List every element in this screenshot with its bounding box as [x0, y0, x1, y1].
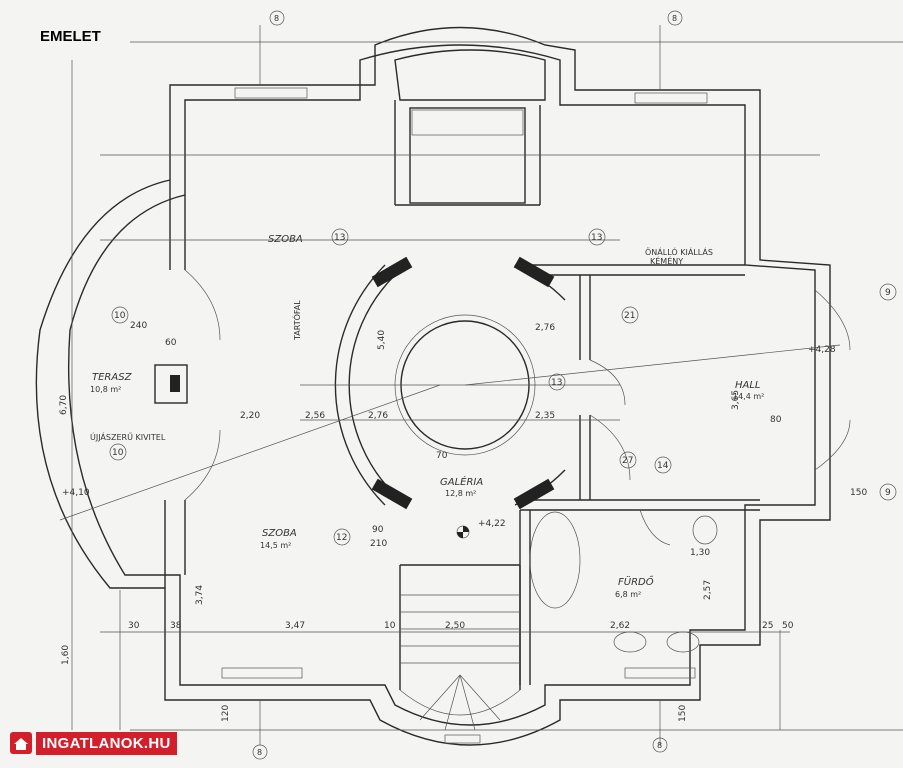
svg-text:8: 8: [257, 748, 262, 757]
marker-8: 14: [654, 456, 672, 474]
dim-14: 150: [850, 488, 867, 498]
chimney: [154, 364, 188, 404]
dim-22: 30: [128, 621, 140, 631]
label-kemeny: KÉMÉNY: [650, 255, 683, 266]
marker-6: 21: [621, 306, 639, 324]
label-terasz-area: 10,8 m²: [90, 385, 121, 394]
label-szoba-top: SZOBA: [268, 234, 303, 245]
marker-3: 10: [111, 306, 129, 324]
axis-marker-d: 8: [652, 737, 668, 753]
staircase: [399, 594, 521, 731]
svg-text:9: 9: [885, 488, 891, 498]
windows: [221, 87, 708, 744]
dim-13: 240: [130, 321, 147, 331]
door-swings: [184, 269, 851, 546]
axis-marker-a: 8: [269, 10, 285, 26]
dim-32: 3,65: [731, 390, 741, 410]
dim-1: 2,76: [368, 411, 388, 421]
label-hall: HALL: [735, 380, 761, 391]
dim-7: 2,62: [610, 621, 630, 631]
watermark-logo: INGATLANOK.HU: [10, 730, 177, 756]
dim-28: 60: [165, 338, 177, 348]
svg-text:13: 13: [551, 378, 562, 388]
svg-text:8: 8: [274, 14, 279, 23]
house-icon: [10, 732, 32, 754]
dim-24: 25: [762, 621, 773, 631]
dim-27: 150: [678, 705, 688, 722]
marker-5: 13: [548, 373, 566, 391]
dim-30: 5,40: [377, 330, 387, 350]
marker-9: 9: [879, 283, 897, 301]
svg-text:10: 10: [112, 448, 124, 458]
dim-10: 70: [436, 451, 448, 461]
dim-25: 50: [782, 621, 794, 631]
top-bay: [394, 49, 546, 204]
page-title: EMELET: [40, 28, 101, 45]
dim-19: +4,22: [478, 519, 506, 529]
marker-4: 10: [109, 443, 127, 461]
dim-5: 3,47: [285, 621, 305, 631]
marker-1: 13: [331, 228, 349, 246]
label-szoba-bottom: SZOBA: [262, 528, 297, 539]
svg-text:8: 8: [657, 741, 662, 750]
dim-20: +4,28: [808, 345, 836, 355]
svg-text:13: 13: [591, 233, 602, 243]
marker-2: 13: [588, 228, 606, 246]
axis-marker-b: 8: [667, 10, 683, 26]
dim-8: 1,30: [690, 548, 710, 558]
interior-walls: [164, 100, 760, 690]
dimension-texts: 2,76 2,76 2,35 2,56 3,47 2,50 2,62 1,30 …: [59, 321, 867, 722]
axis-marker-c: 8: [252, 744, 268, 760]
dim-15: 6,70: [59, 395, 69, 415]
dim-18: +4,10: [62, 488, 90, 498]
label-tartofal: TARTÓFAL: [291, 300, 302, 341]
label-furdo: FÜRDŐ: [618, 574, 654, 588]
label-padlo: ÚJJÁSZERŰ KIVITEL: [90, 431, 166, 442]
label-galeria-area: 12,8 m²: [445, 489, 476, 498]
label-szoba-bottom-area: 14,5 m²: [260, 541, 291, 550]
label-dryer: ÖNÁLLÓ KIÁLLÁS: [645, 246, 713, 257]
dim-17: 2,57: [703, 580, 713, 600]
outer-walls: [35, 26, 831, 746]
label-galeria: GALÉRIA: [440, 475, 483, 488]
room-labels: SZOBA SZOBA 14,5 m² GALÉRIA 12,8 m² FÜRD…: [90, 234, 764, 599]
dim-23: 38: [170, 621, 182, 631]
dim-16: 3,74: [195, 585, 205, 605]
section-markers: 13 13 10 10 13 21 27 14 9 9 12 8 8 8 8: [109, 10, 897, 760]
svg-text:21: 21: [624, 311, 635, 321]
bathroom-fixtures: [529, 511, 718, 653]
level-marker: [456, 525, 470, 539]
dim-11: 90: [372, 525, 384, 535]
dim-2: 2,76: [535, 323, 555, 333]
label-furdo-area: 6,8 m²: [615, 590, 641, 599]
dim-6: 2,50: [445, 621, 465, 631]
label-terasz: TERASZ: [92, 372, 133, 383]
svg-text:10: 10: [114, 311, 126, 321]
dimension-lines: [59, 25, 903, 745]
dim-21: 10: [384, 621, 396, 631]
gallery-circle: [334, 256, 566, 510]
svg-text:27: 27: [622, 456, 633, 466]
dim-4: 2,56: [305, 411, 325, 421]
svg-text:14: 14: [657, 461, 669, 471]
svg-text:9: 9: [885, 288, 891, 298]
dim-31: 2,20: [240, 411, 260, 421]
marker-7: 27: [619, 451, 637, 469]
dim-3: 2,35: [535, 411, 555, 421]
dim-26: 120: [221, 705, 231, 722]
svg-text:12: 12: [336, 533, 347, 543]
marker-10: 9: [879, 483, 897, 501]
marker-11: 12: [333, 528, 351, 546]
svg-text:8: 8: [672, 14, 677, 23]
dim-12: 210: [370, 539, 387, 549]
dim-9: 1,60: [61, 645, 71, 665]
dim-29: 80: [770, 415, 782, 425]
label-hall-area: 14,4 m²: [733, 392, 764, 401]
svg-text:13: 13: [334, 233, 345, 243]
watermark-text: INGATLANOK.HU: [36, 731, 177, 755]
